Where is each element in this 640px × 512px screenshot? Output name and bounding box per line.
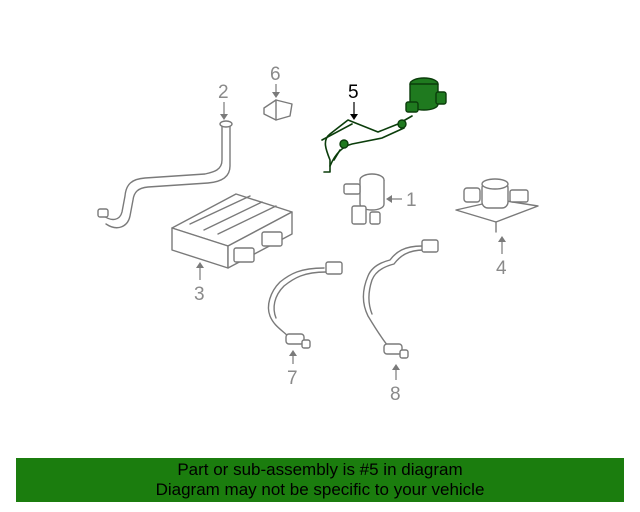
part-3-canister[interactable]: [171, 193, 293, 269]
part-2-tube[interactable]: [97, 120, 233, 229]
part-1-valve[interactable]: [343, 173, 385, 225]
callout-7-label: 7: [287, 368, 298, 389]
callout-5: 5: [348, 82, 359, 120]
callout-2-label: 2: [218, 82, 229, 103]
callout-8-label: 8: [390, 384, 401, 405]
callout-3: 3: [194, 262, 205, 305]
callout-4: 4: [496, 236, 507, 279]
callout-6-label: 6: [270, 64, 281, 85]
callout-4-label: 4: [496, 258, 507, 279]
callout-1: 1: [386, 190, 417, 211]
callout-8: 8: [390, 364, 401, 405]
part-6-clip[interactable]: [263, 99, 293, 121]
callout-5-label: 5: [348, 82, 359, 103]
part-5-hose-assembly[interactable]: [321, 77, 447, 173]
part-4-valve-bracket[interactable]: [455, 178, 539, 233]
callout-1-label: 1: [406, 190, 417, 211]
parts-diagram: 2 6 3 5: [97, 64, 539, 405]
part-7-oxygen-sensor[interactable]: [267, 261, 343, 349]
callout-7: 7: [287, 350, 298, 389]
part-8-oxygen-sensor[interactable]: [362, 239, 439, 359]
banner-line-2: Diagram may not be specific to your vehi…: [155, 480, 485, 499]
banner-line-1: Part or sub-assembly is #5 in diagram: [177, 460, 463, 479]
callout-6: 6: [270, 64, 281, 98]
callout-2: 2: [218, 82, 229, 120]
callout-3-label: 3: [194, 284, 205, 305]
part-info-banner: Part or sub-assembly is #5 in diagram Di…: [16, 458, 624, 502]
